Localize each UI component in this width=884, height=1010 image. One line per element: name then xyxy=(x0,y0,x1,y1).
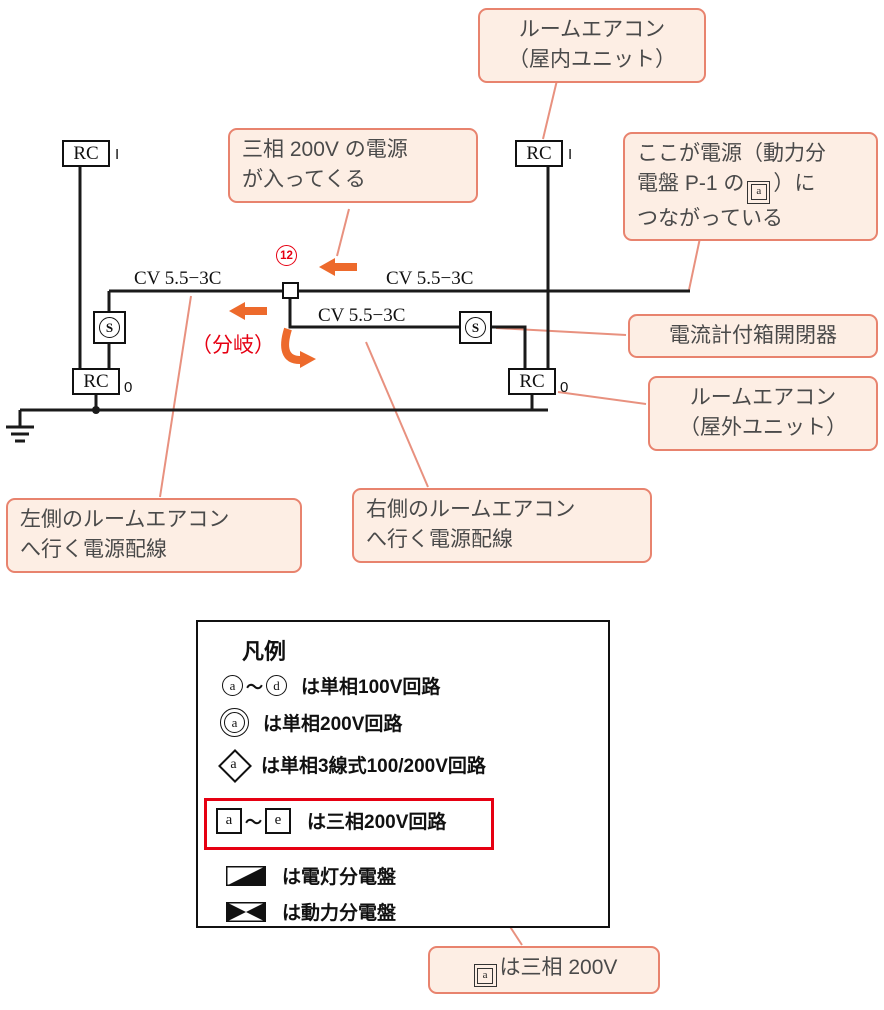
legend-item-text: は単相200V回路 xyxy=(263,714,403,735)
diamond-letter-icon: a xyxy=(218,749,252,783)
rc-outdoor-left-box: RC xyxy=(72,368,120,395)
legend-row-100v: a ～ d は単相100V回路 xyxy=(222,672,440,699)
legend-title: 凡例 xyxy=(242,639,287,664)
diamond-letter: a xyxy=(230,756,237,772)
callout-ammeter-switch: 電流計付箱開閉器 xyxy=(628,314,878,359)
power-flow-arrows xyxy=(229,258,357,368)
legend-item-text: は単相100V回路 xyxy=(301,677,441,698)
switch-box-right: S xyxy=(459,311,492,344)
rc-indoor-left-suffix: I xyxy=(115,146,120,163)
lighting-panel-icon xyxy=(226,865,266,886)
callout-text: 電盤 P-1 の xyxy=(637,172,745,196)
power-panel-icon xyxy=(226,901,266,922)
rc-indoor-left-box: RC xyxy=(62,140,110,167)
callout-power-source: ここが電源（動力分 電盤 P-1 の a ）に つながっている xyxy=(623,132,878,242)
callout-line: へ行く電源配線 xyxy=(366,528,513,552)
inner-circle: a xyxy=(224,712,245,733)
callout-line: 三相 200V の電源 xyxy=(242,138,408,161)
rc-indoor-right-box: RC xyxy=(515,140,563,167)
cable-label-branch: CV 5.5−3C xyxy=(318,305,406,326)
rc-indoor-right-suffix: I xyxy=(568,146,573,163)
junction-box xyxy=(282,282,299,299)
boxed-a-letter: a xyxy=(477,967,494,984)
boxed-letter-icon: a xyxy=(216,807,242,834)
circled-letter-icon: d xyxy=(266,675,287,696)
wire-junction-dot xyxy=(92,406,100,414)
ground-symbol xyxy=(6,410,34,443)
callout-line: 電流計付箱開閉器 xyxy=(669,324,837,347)
callout-three-phase-note: a は三相 200V xyxy=(428,946,660,995)
legend-row-power-panel: は動力分電盤 xyxy=(226,898,396,925)
cable-label-right: CV 5.5−3C xyxy=(386,268,474,289)
callout-line: が入ってくる xyxy=(242,168,366,192)
legend-item-text: は単相3線式100/200V回路 xyxy=(261,756,486,777)
left-branch-arrow xyxy=(229,302,267,320)
callout-text: ）に xyxy=(773,172,816,196)
rc-outdoor-left-suffix: 0 xyxy=(124,379,133,396)
callout-connector-lines xyxy=(159,75,701,946)
switch-symbol: S xyxy=(99,317,120,338)
boxed-a-symbol: a xyxy=(473,964,497,988)
three-phase-highlight-frame xyxy=(204,798,494,850)
legend-row-light-panel: は電灯分電盤 xyxy=(226,862,396,889)
circled-letter-icon: a xyxy=(222,675,243,696)
callout-indoor-unit: ルームエアコン （屋内ユニット） xyxy=(478,8,706,83)
callout-outdoor-unit: ルームエアコン （屋外ユニット） xyxy=(648,376,878,451)
rc-outdoor-right-box: RC xyxy=(508,368,556,395)
right-branch-curved-arrow xyxy=(281,327,301,364)
legend-box: 凡例 a ～ d は単相100V回路 a は単相200V回路 a は単相3線式1… xyxy=(196,620,610,928)
double-circled-letter-icon: a xyxy=(220,708,249,737)
legend-row-threephase: a ～ e は三相200V回路 xyxy=(216,807,446,834)
callout-right-wiring: 右側のルームエアコン へ行く電源配線 xyxy=(352,488,652,563)
callout-line: ここが電源（動力分 xyxy=(637,142,826,165)
tilde-range: ～ xyxy=(245,813,262,832)
callout-line: ルームエアコン xyxy=(689,386,837,409)
callout-left-wiring: 左側のルームエアコン へ行く電源配線 xyxy=(6,498,302,573)
circuit-number-badge: 12 xyxy=(276,245,297,266)
callout-line: （屋外ユニット） xyxy=(679,416,847,440)
callout-line: 電盤 P-1 の a ）に xyxy=(637,169,864,204)
branch-label: （分岐） xyxy=(191,334,275,357)
legend-item-text: は三相200V回路 xyxy=(307,812,447,833)
callout-line: へ行く電源配線 xyxy=(20,538,167,562)
legend-item-text: は電灯分電盤 xyxy=(282,867,397,888)
boxed-letter-icon: e xyxy=(265,807,291,834)
callout-line: 右側のルームエアコン xyxy=(366,498,576,521)
boxed-a-letter: a xyxy=(750,184,767,201)
switch-box-left: S xyxy=(93,311,126,344)
boxed-a-symbol: a xyxy=(747,180,771,204)
callout-line: ルームエアコン xyxy=(518,18,666,41)
incoming-power-arrow xyxy=(319,258,357,276)
callout-text: は三相 200V xyxy=(499,956,618,979)
legend-item-text: は動力分電盤 xyxy=(282,903,397,924)
callout-power-in: 三相 200V の電源 が入ってくる xyxy=(228,128,478,203)
power-wires xyxy=(20,166,690,412)
switch-symbol: S xyxy=(465,317,486,338)
callout-line: つながっている xyxy=(637,206,783,230)
callout-line: （屋内ユニット） xyxy=(508,48,676,72)
rc-outdoor-right-suffix: 0 xyxy=(560,379,569,396)
legend-row-3wire: a は単相3線式100/200V回路 xyxy=(218,749,486,783)
callout-line: 左側のルームエアコン xyxy=(20,508,230,531)
legend-row-200v: a は単相200V回路 xyxy=(220,708,402,737)
tilde-range: ～ xyxy=(246,678,263,697)
cable-label-left: CV 5.5−3C xyxy=(134,268,222,289)
